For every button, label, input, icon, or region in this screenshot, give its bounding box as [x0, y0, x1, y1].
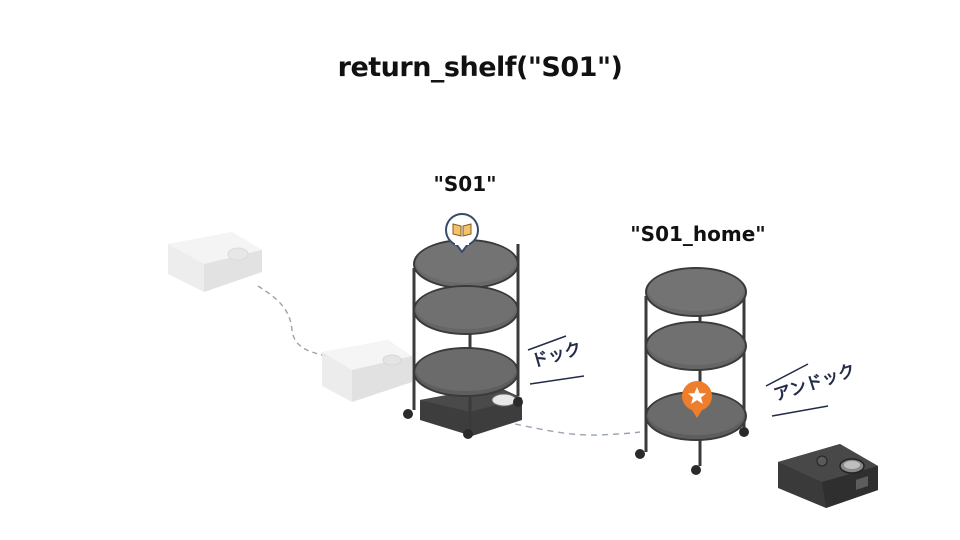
ghost-robot-middle: [322, 340, 412, 402]
shelf-label: "S01": [433, 172, 497, 196]
book-marker-pin: [445, 213, 479, 253]
dock-line-bottom: [529, 375, 585, 385]
home-label: "S01_home": [630, 222, 766, 246]
shelf-s01: [403, 239, 523, 439]
shelf-s01-home: [635, 267, 749, 475]
function-title: return_shelf("S01"): [337, 52, 623, 83]
path-dock-to-home: [514, 423, 641, 436]
undock-line-bottom: [771, 405, 829, 417]
ghost-robot-start: [168, 232, 262, 292]
book-icon: [452, 223, 472, 237]
dock-line-top: [527, 335, 567, 351]
star-marker-pin: [682, 381, 712, 418]
path-ghost-to-ghost: [257, 285, 327, 357]
robot-undocked: [778, 444, 878, 508]
star-icon: [687, 387, 707, 404]
undock-line-top: [765, 363, 809, 387]
